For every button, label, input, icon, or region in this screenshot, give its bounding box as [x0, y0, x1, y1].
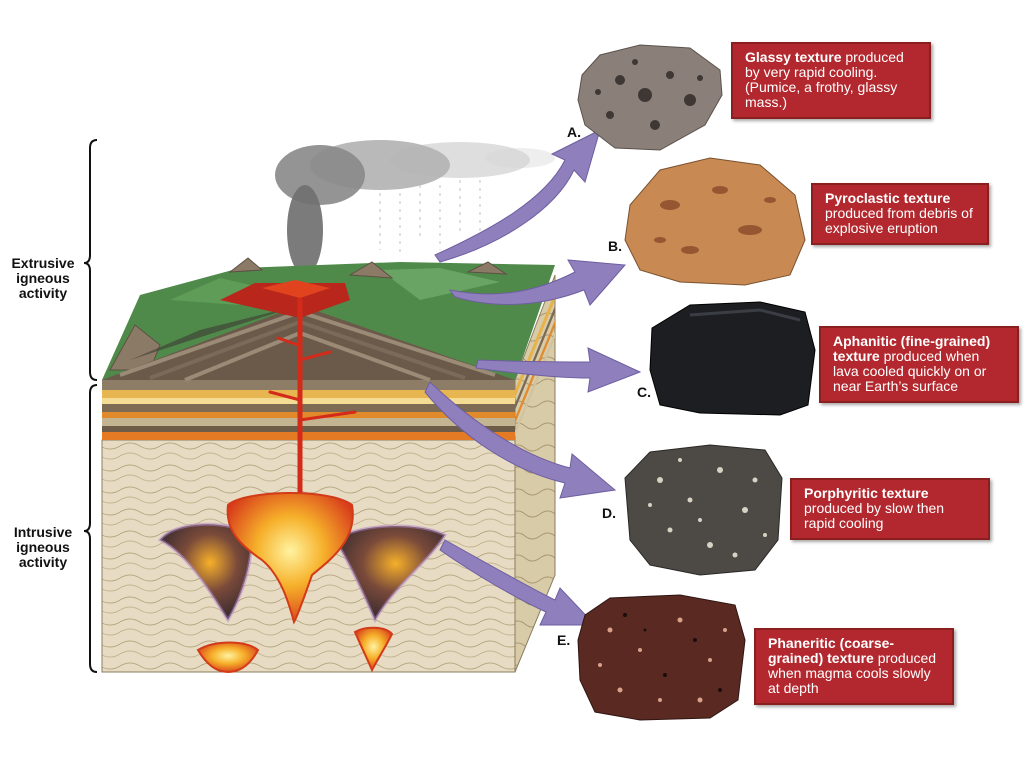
callout-porphyritic-title: Porphyritic texture — [804, 485, 929, 501]
arrow-a — [434, 129, 601, 263]
arrow-c — [475, 347, 642, 393]
callout-porphyritic-text: produced by slow then rapid cooling — [804, 500, 945, 531]
callout-phaneritic-title: Phaneritic (coarse-grained) texture — [768, 635, 895, 666]
intrusive-bracket — [83, 384, 98, 673]
smoke-plume — [275, 140, 555, 275]
mountains — [109, 257, 508, 371]
callout-aphanitic-text: produced when lava cooled quickly on or … — [833, 348, 987, 394]
rock-b-tuff — [624, 157, 806, 286]
rock-c-basalt — [649, 301, 816, 416]
callout-phaneritic-text: produced when magma cools slowly at dept… — [768, 650, 937, 696]
callout-glassy-title: Glassy texture — [745, 49, 842, 65]
arrow-b — [448, 259, 627, 306]
callout-aphanitic-title: Aphanitic (fine-grained) texture — [833, 333, 991, 364]
callout-glassy-text: produced by very rapid cooling. (Pumice,… — [745, 49, 904, 110]
sedimentary-strata — [102, 380, 515, 440]
rock-d-porphyry — [624, 444, 783, 576]
label-b: B. — [608, 238, 622, 254]
arrow-e — [439, 539, 597, 626]
rock-e-granite — [577, 594, 746, 721]
arrow-d — [424, 381, 617, 499]
callout-aphanitic: Aphanitic (fine-grained) texture produce… — [819, 326, 1019, 403]
extrusive-bracket — [83, 139, 98, 381]
label-a: A. — [567, 124, 581, 140]
label-c: C. — [637, 384, 651, 400]
intrusive-label: Intrusive igneous activity — [13, 524, 73, 570]
label-e: E. — [557, 632, 571, 648]
magma-conduit — [268, 297, 357, 513]
callout-porphyritic: Porphyritic texture produced by slow the… — [790, 478, 990, 540]
extrusive-label: Extrusive igneous activity — [11, 255, 75, 301]
texture-arrows — [424, 129, 642, 626]
label-d: D. — [602, 505, 616, 521]
callout-pyroclastic-title: Pyroclastic texture — [825, 190, 951, 206]
plutons — [157, 492, 448, 674]
callout-pyroclastic: Pyroclastic texture produced from debris… — [811, 183, 989, 245]
callout-pyroclastic-text: produced from debris of explosive erupti… — [825, 205, 973, 236]
callout-glassy: Glassy texture produced by very rapid co… — [731, 42, 931, 119]
rock-a-pumice — [577, 44, 723, 151]
callout-phaneritic: Phaneritic (coarse-grained) texture prod… — [754, 628, 954, 705]
